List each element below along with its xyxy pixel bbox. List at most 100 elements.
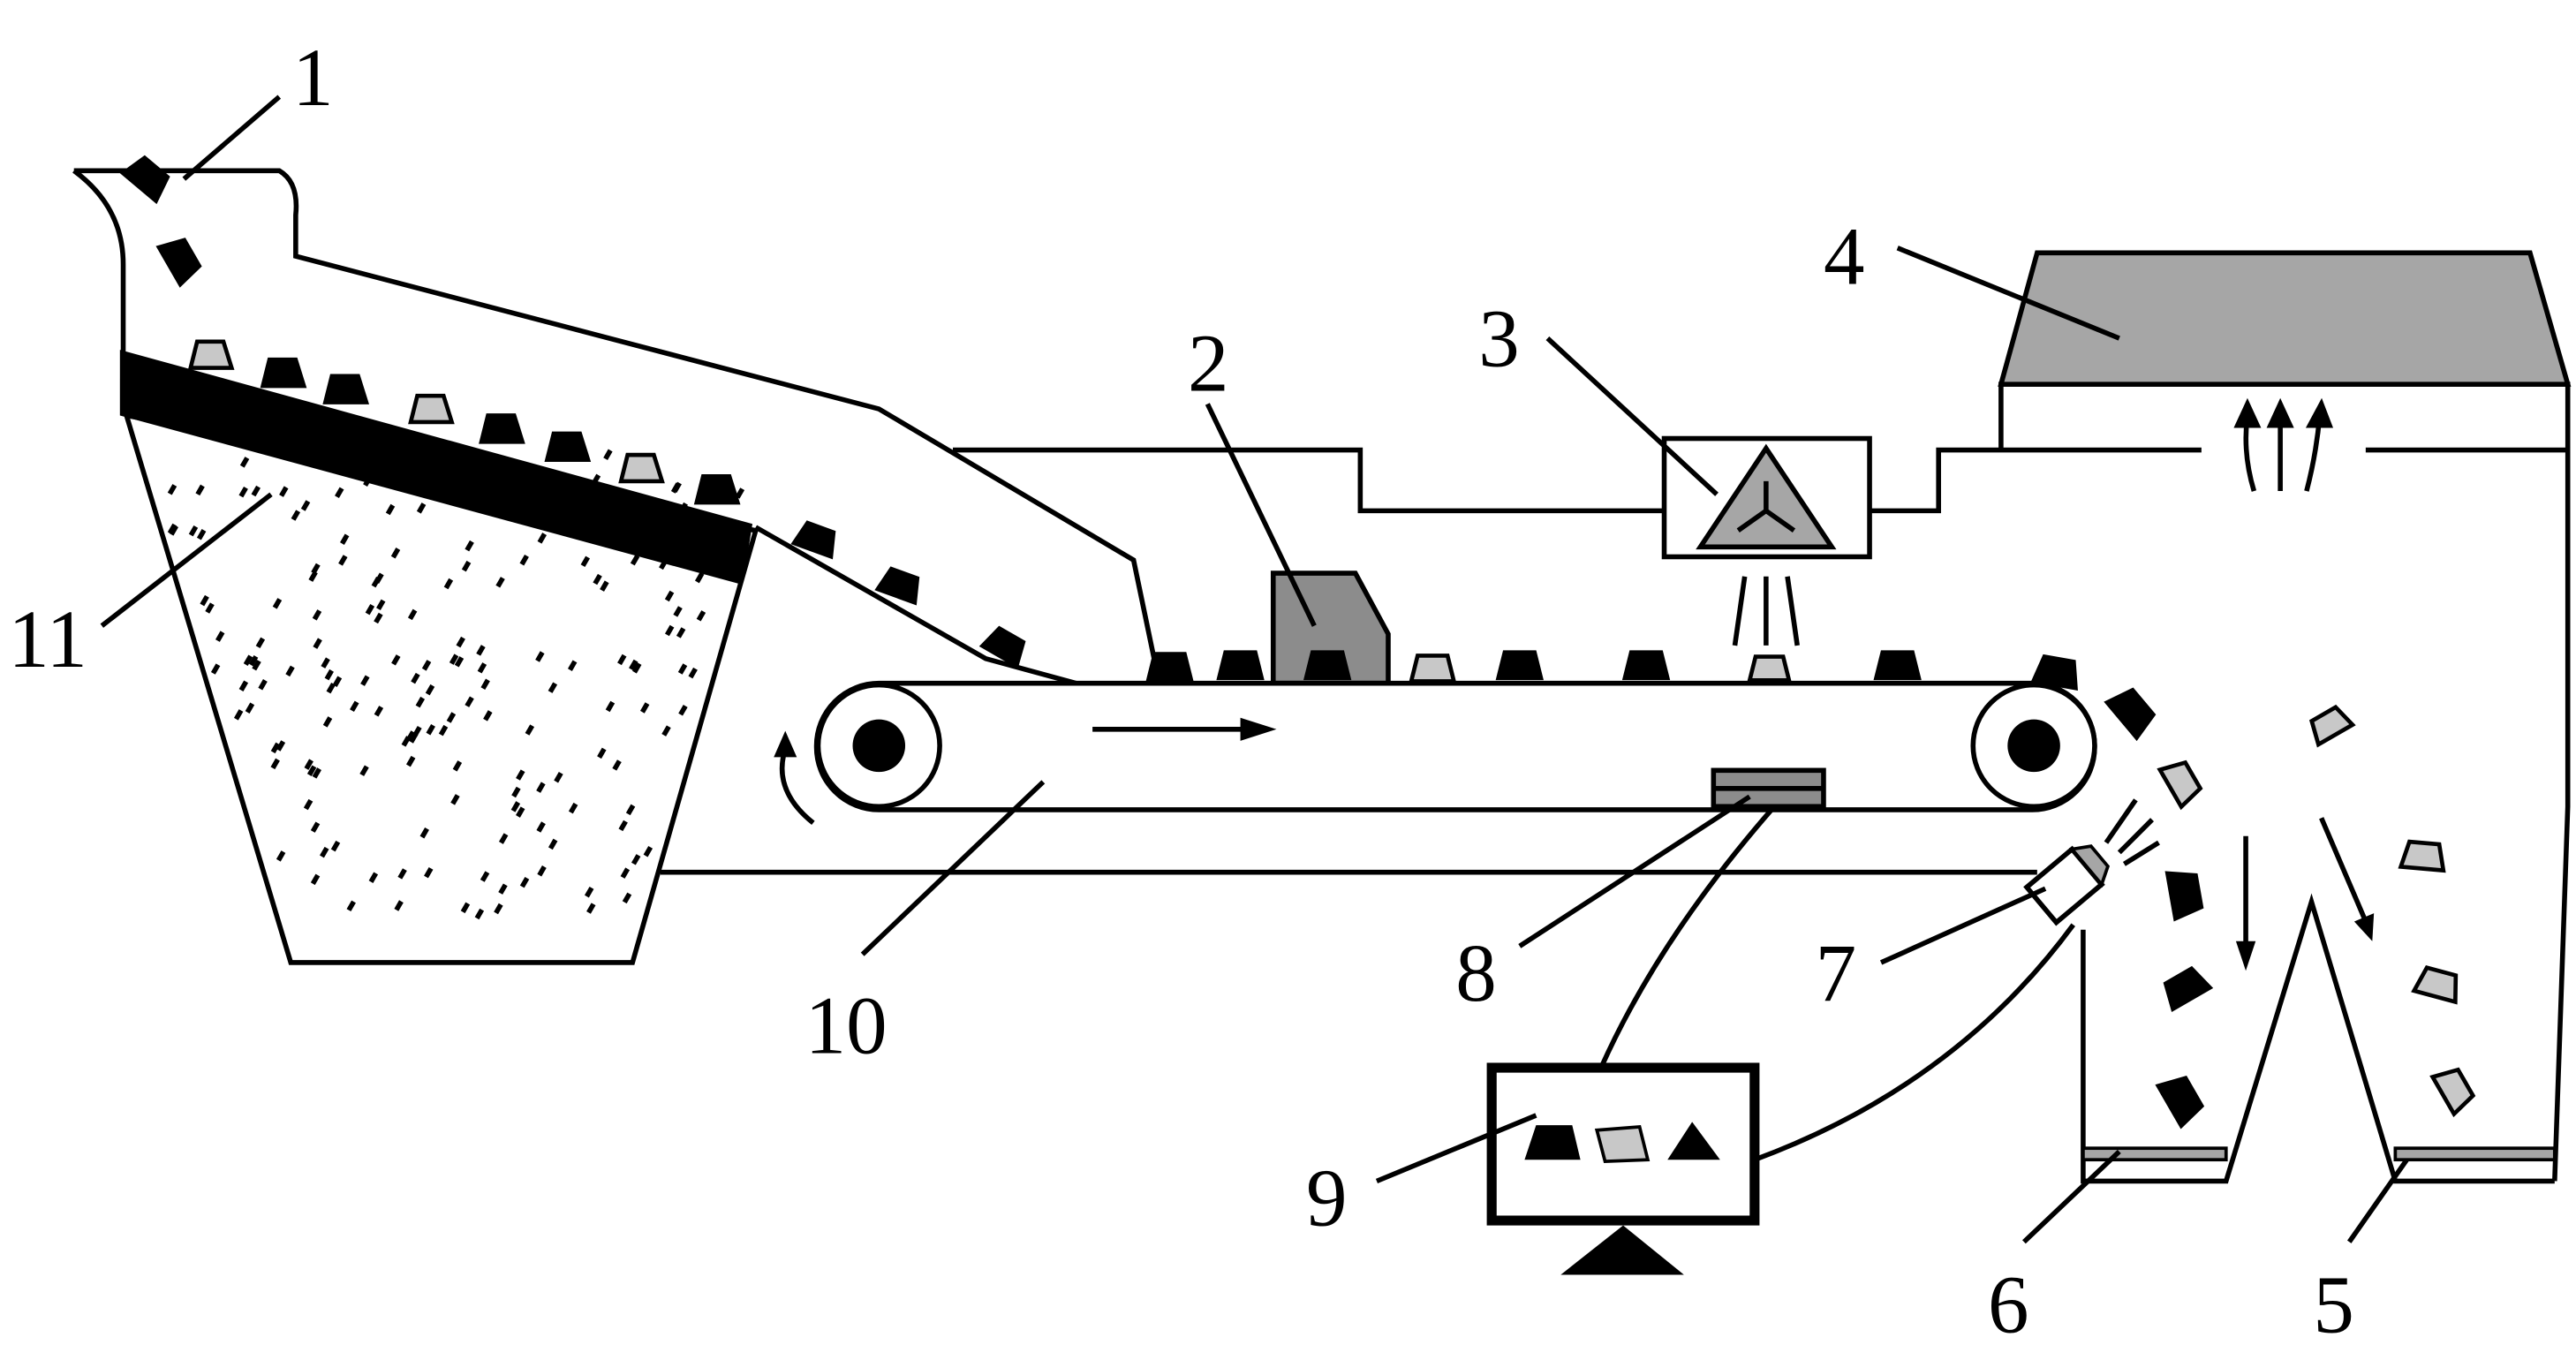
fine-particle (440, 445, 449, 457)
fine-particle (394, 900, 404, 911)
fine-particle (238, 486, 248, 498)
fine-particle (370, 469, 380, 481)
fine-particle (276, 740, 286, 752)
fine-particle (390, 548, 401, 559)
fine-particle (279, 486, 289, 497)
fine-particle (200, 594, 209, 607)
nozzle-cable (1753, 923, 2075, 1162)
fine-particle (617, 654, 627, 666)
fine-particle (661, 725, 671, 737)
fine-particle (243, 654, 253, 666)
fine-particle (438, 724, 449, 737)
fine-particle (580, 555, 590, 568)
fine-particle (449, 654, 459, 665)
fine-particle (452, 760, 463, 772)
fine-particle (239, 457, 250, 468)
label-6: 6 (1988, 1260, 2029, 1351)
waste-rock (1873, 650, 1922, 681)
label-10: 10 (805, 980, 888, 1071)
fines-particles (167, 445, 745, 920)
fine-particle (258, 679, 268, 691)
fine-particle (480, 871, 490, 882)
fine-particle (519, 555, 529, 566)
fine-particle (612, 759, 622, 771)
fine-particle (516, 806, 525, 818)
fine-particle (477, 662, 487, 674)
fine-particle (409, 732, 419, 744)
waste-rock (119, 155, 170, 205)
fine-particle (270, 758, 280, 770)
fine-particle (620, 867, 631, 879)
fine-particle (338, 555, 348, 566)
fine-particle (359, 469, 370, 480)
ore-rock (2429, 1067, 2476, 1118)
label-2: 2 (1188, 319, 1229, 410)
fine-particle (169, 525, 178, 536)
fine-particle (407, 608, 418, 621)
waste-rock (2155, 1076, 2205, 1130)
waste-rock (1621, 650, 1671, 681)
waste-rock (2164, 871, 2204, 922)
fine-particle (678, 705, 688, 716)
fine-particle (511, 786, 521, 798)
fine-particle (376, 599, 386, 611)
upper-frame (952, 382, 2571, 1182)
fine-particle (567, 660, 578, 671)
fine-particle (350, 700, 359, 713)
fine-particle (313, 638, 322, 649)
fine-particle (548, 682, 558, 693)
fine-particle (312, 767, 321, 779)
ore-rock (187, 339, 235, 370)
fine-particle (629, 659, 638, 671)
waste-rock (978, 625, 1026, 669)
fine-particle (622, 892, 632, 904)
air-nozzle (2023, 844, 2111, 926)
fine-particle (617, 504, 627, 516)
fine-particle (631, 854, 641, 865)
fine-particle (672, 481, 682, 494)
fine-particle (188, 525, 199, 537)
label-4: 4 (1824, 212, 1865, 303)
fine-particle (270, 742, 281, 754)
fine-particle (630, 554, 640, 566)
fine-particle (251, 485, 261, 497)
fine-particle (474, 908, 485, 920)
label-7: 7 (1816, 928, 1856, 1019)
fine-particle (677, 663, 688, 675)
fine-particle (577, 509, 586, 520)
fine-particle (625, 804, 636, 816)
fine-particle (332, 676, 343, 687)
air-flow-arrows (2233, 397, 2334, 492)
fine-particle (215, 631, 225, 642)
fine-particle (416, 502, 427, 514)
fine-particle (454, 656, 465, 668)
fine-particle (450, 794, 460, 805)
fine-particle (597, 747, 607, 759)
monitor-stand (1560, 1225, 1684, 1275)
fine-particle (196, 529, 207, 540)
screen-teeth (187, 339, 741, 505)
ore-rock (2308, 704, 2356, 748)
fine-particle (643, 846, 653, 858)
fine-particle (446, 712, 457, 723)
fine-particle (536, 821, 546, 833)
fine-particle (591, 473, 601, 486)
fine-particle (276, 850, 286, 862)
waste-rock (1145, 652, 1194, 682)
fine-particle (320, 846, 329, 858)
fine-particle (335, 487, 344, 499)
fine-particle (374, 612, 383, 624)
fine-particle (461, 560, 472, 572)
fine-particle (405, 755, 416, 767)
fine-particle (696, 610, 706, 622)
fine-particle (603, 449, 613, 460)
fine-particle (735, 487, 745, 499)
fine-particle (411, 672, 420, 684)
fine-particle (508, 458, 518, 471)
waste-rock (790, 520, 836, 560)
fine-particle (586, 903, 596, 914)
fine-particle (397, 868, 407, 880)
fine-particle (396, 467, 405, 480)
fine-particle (535, 651, 545, 662)
fine-particle (568, 802, 578, 814)
